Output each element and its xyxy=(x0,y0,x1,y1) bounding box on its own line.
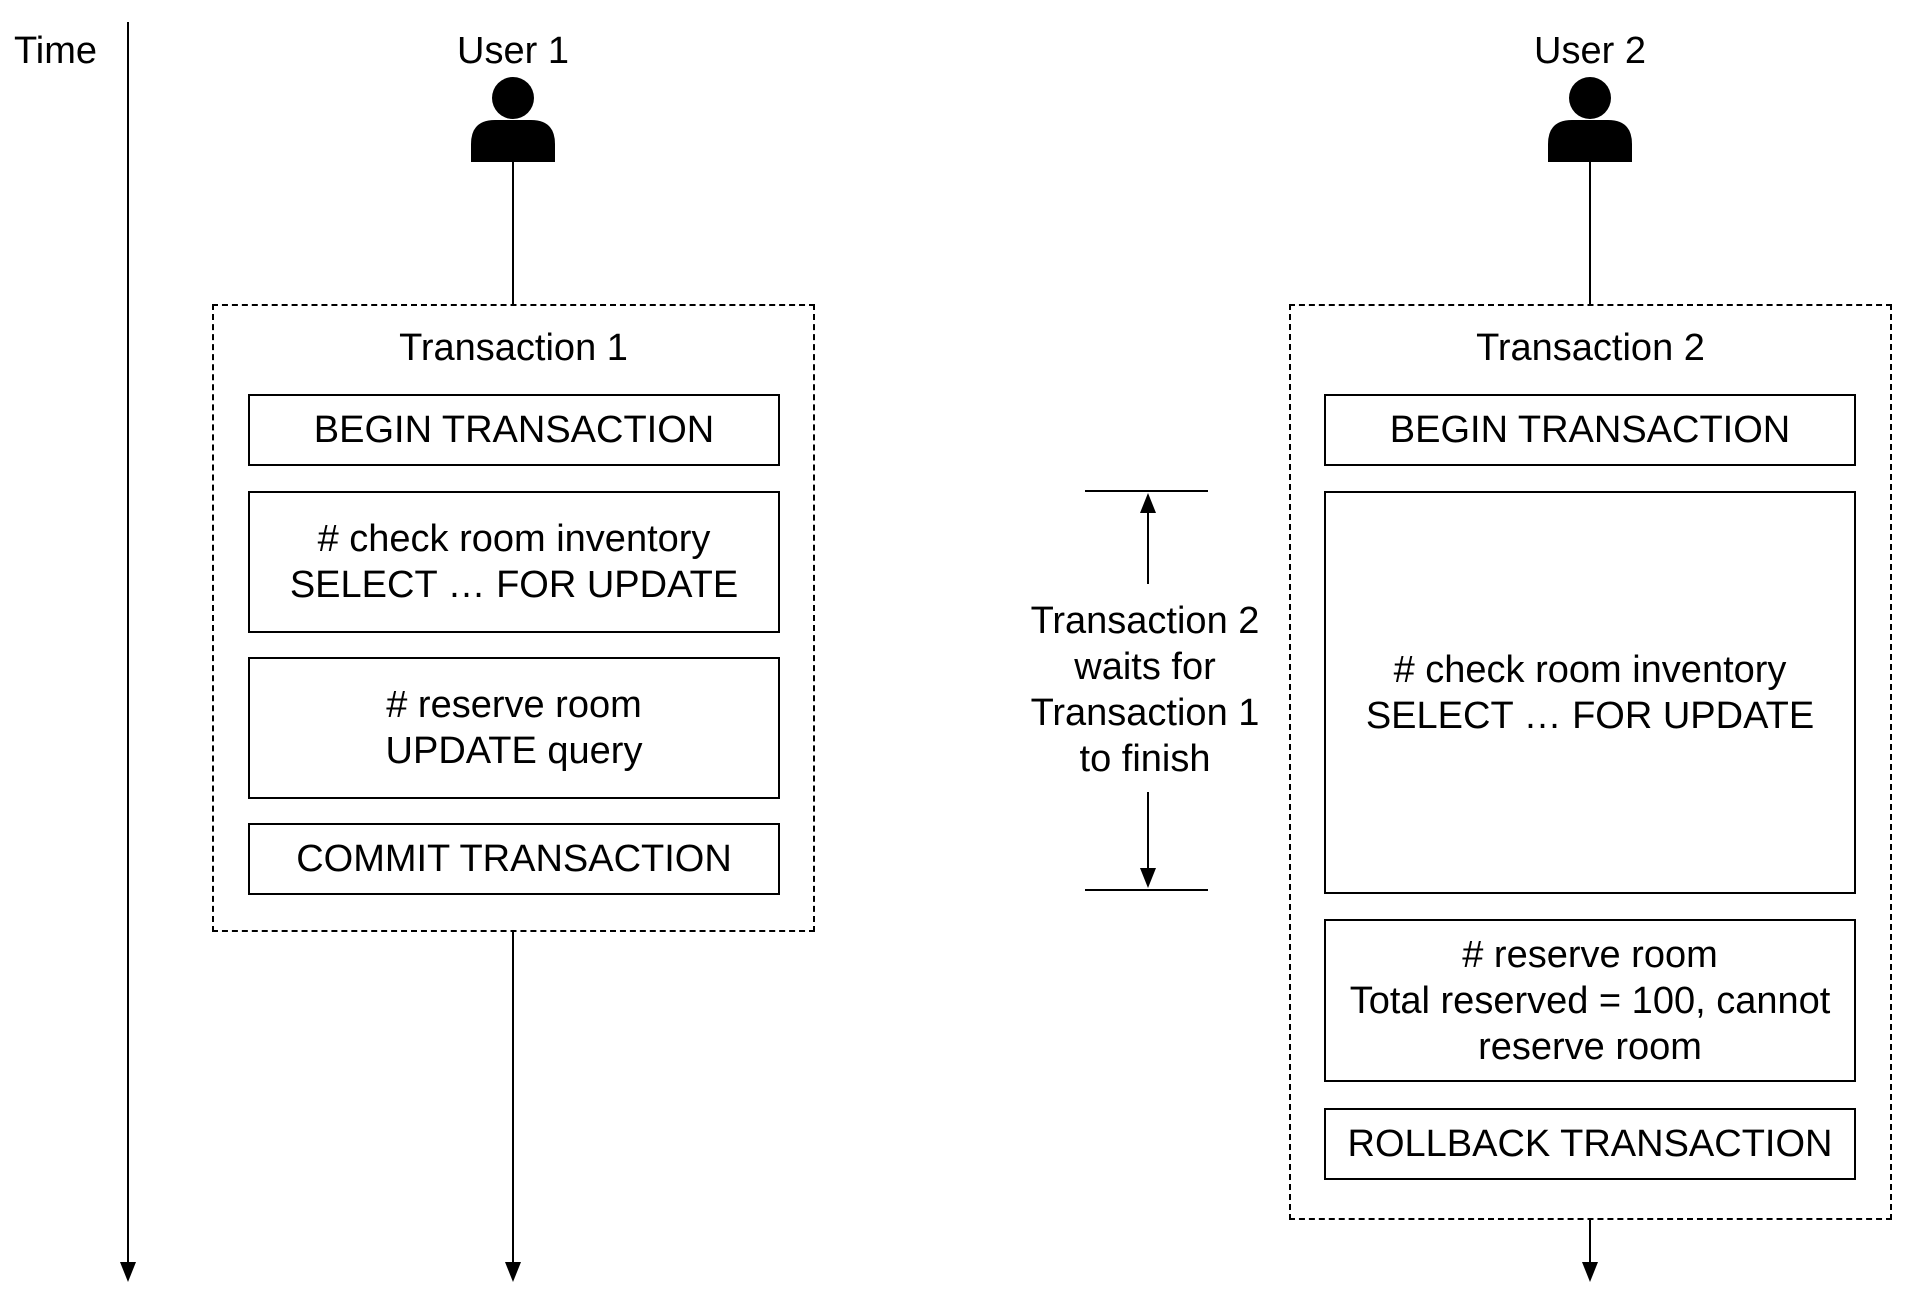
time-axis-label: Time xyxy=(14,30,98,72)
transaction-1-box: Transaction 1 xyxy=(212,304,815,932)
user1-arrowhead xyxy=(505,1262,521,1282)
transaction-1-title: Transaction 1 xyxy=(399,327,628,369)
user-icon xyxy=(471,77,555,162)
step-text: BEGIN TRANSACTION xyxy=(1389,409,1791,451)
step-text: SELECT … FOR UPDATE xyxy=(289,564,739,606)
wait-annotation-line: Transaction 2 xyxy=(1030,600,1260,642)
user1-label: User 1 xyxy=(457,30,569,72)
transaction-2-step-begin: BEGIN TRANSACTION xyxy=(1324,394,1856,466)
wait-annotation-line: to finish xyxy=(1079,738,1211,780)
wait-arrowhead-up xyxy=(1140,493,1156,513)
step-text: # reserve room xyxy=(1462,933,1718,976)
transaction-1-step-reserve-room: # reserve room UPDATE query xyxy=(248,657,780,799)
step-text: ROLLBACK TRANSACTION xyxy=(1347,1123,1833,1165)
transaction-2-step-check-inventory: # check room inventory SELECT … FOR UPDA… xyxy=(1324,491,1856,894)
step-text: BEGIN TRANSACTION xyxy=(313,409,715,451)
wait-arrowhead-down xyxy=(1140,868,1156,888)
step-text: reserve room xyxy=(1478,1025,1702,1068)
transaction-2-title: Transaction 2 xyxy=(1476,327,1705,369)
transaction-1-step-commit: COMMIT TRANSACTION xyxy=(248,823,780,895)
wait-annotation-line: Transaction 1 xyxy=(1030,692,1260,734)
step-text: SELECT … FOR UPDATE xyxy=(1365,694,1815,737)
step-text: COMMIT TRANSACTION xyxy=(296,838,732,880)
transaction-2-step-reserve-room: # reserve room Total reserved = 100, can… xyxy=(1324,919,1856,1082)
time-axis-arrowhead xyxy=(120,1262,136,1282)
transaction-2-step-rollback: ROLLBACK TRANSACTION xyxy=(1324,1108,1856,1180)
transaction-2-box: Transaction 2 xyxy=(1289,304,1892,1220)
user-icon xyxy=(1548,77,1632,162)
wait-annotation-line: waits for xyxy=(1074,646,1216,688)
step-text: # reserve room xyxy=(386,684,642,726)
step-text: # check room inventory xyxy=(1393,648,1787,691)
step-text: # check room inventory xyxy=(317,518,711,560)
transaction-1-step-check-inventory: # check room inventory SELECT … FOR UPDA… xyxy=(248,491,780,633)
wait-annotation: Transaction 2 waits for Transaction 1 to… xyxy=(1025,598,1265,782)
user2-arrowhead xyxy=(1582,1262,1598,1282)
step-text: UPDATE query xyxy=(385,730,643,772)
user2-label: User 2 xyxy=(1534,30,1646,72)
step-text: Total reserved = 100, cannot xyxy=(1349,979,1831,1022)
transaction-1-step-begin: BEGIN TRANSACTION xyxy=(248,394,780,466)
